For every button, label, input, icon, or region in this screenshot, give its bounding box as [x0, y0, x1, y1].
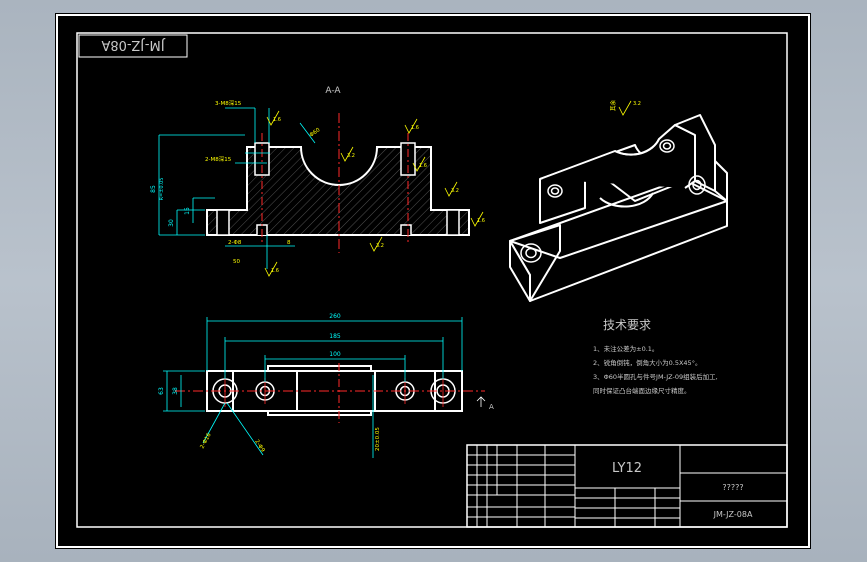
left-top-dim: 3-M8深15 [215, 99, 242, 107]
outer-border [56, 14, 810, 548]
roughness-symbols [264, 110, 484, 277]
roughness-4: 3.2 [451, 188, 459, 194]
tech-line-4: 同时保证凸台端面边缘尺寸精度。 [593, 386, 691, 395]
inner-border [76, 32, 788, 528]
section-dimension-lines [158, 107, 316, 269]
roughness-1: 1.6 [273, 117, 281, 123]
dim-height-tol: R=±0.05 [159, 178, 165, 201]
isometric-holes [520, 139, 706, 263]
tech-line-3: 3、Φ60半圆孔与件号JM-JZ-09组装后加工, [593, 372, 718, 381]
dim-small-hole: 2-Φ9 [253, 439, 265, 454]
dim-bottom: 2-Φ8 [228, 240, 242, 246]
title-name: ????? [722, 483, 743, 492]
roughness-rest: 其余 [609, 99, 617, 111]
section-left-thread [254, 142, 270, 176]
roughness-5: 1.6 [477, 218, 485, 224]
dim-center-width: 100 [329, 351, 341, 358]
section-marker-letter: A [489, 403, 494, 411]
title-block [466, 444, 788, 528]
dim-hole-spacing: 185 [329, 333, 341, 340]
code-box [78, 34, 188, 58]
flipped-code: JM-JZ-08A [101, 37, 165, 52]
roughness-rest-symbol [618, 100, 632, 116]
roughness-2: 3.2 [347, 153, 355, 159]
title-code: JM-JZ-08A [713, 510, 753, 519]
section-title: A-A [325, 86, 341, 96]
section-bottom-right-hole [400, 224, 412, 235]
dim-arc: Φ60 [309, 127, 322, 139]
section-body [206, 146, 470, 236]
tech-line-2: 2、锐角倒钝，倒角大小为0.5X45°。 [593, 358, 701, 367]
dim-step-height: 15 [184, 207, 191, 215]
dim-inner-width: 50 [233, 259, 240, 265]
section-right-thread [400, 142, 416, 176]
dim-depth-inner: 38 [172, 387, 179, 395]
dim-overall-length: 260 [329, 313, 341, 320]
title-material: LY12 [612, 461, 642, 476]
tech-line-1: 1、未注公差为±0.1。 [593, 344, 658, 353]
dim-bottom-tolerance: 20±0.05 [375, 427, 381, 451]
tech-title: 技术要求 [603, 318, 651, 332]
dim-depth: 63 [158, 387, 165, 395]
section-marker-arrow [476, 396, 486, 407]
dim-height: 85 [150, 185, 157, 193]
roughness-3: 1.6 [419, 163, 427, 169]
roughness-8: 1.6 [411, 125, 419, 131]
dim-cbore: 2-Φ16 [199, 432, 212, 450]
dim-bottom-small: 8 [287, 240, 291, 246]
dim-thread-label: 2-M8深15 [205, 155, 232, 163]
cad-drawing: JM-JZ-08A A-A 85 R=±0.05 30 15 [56, 14, 810, 548]
top-dimension-lines [163, 317, 463, 458]
drawing-sheet: JM-JZ-08A A-A 85 R=±0.05 30 15 [55, 13, 811, 549]
roughness-6: 3.2 [376, 243, 384, 249]
isometric-view [509, 114, 728, 302]
dim-base-height: 30 [168, 219, 175, 227]
roughness-7: 1.6 [271, 268, 279, 274]
section-left-hole [216, 209, 230, 236]
section-right-hole [446, 209, 460, 236]
roughness-rest-val: 3.2 [633, 101, 641, 107]
hole-centerlines [224, 375, 444, 407]
